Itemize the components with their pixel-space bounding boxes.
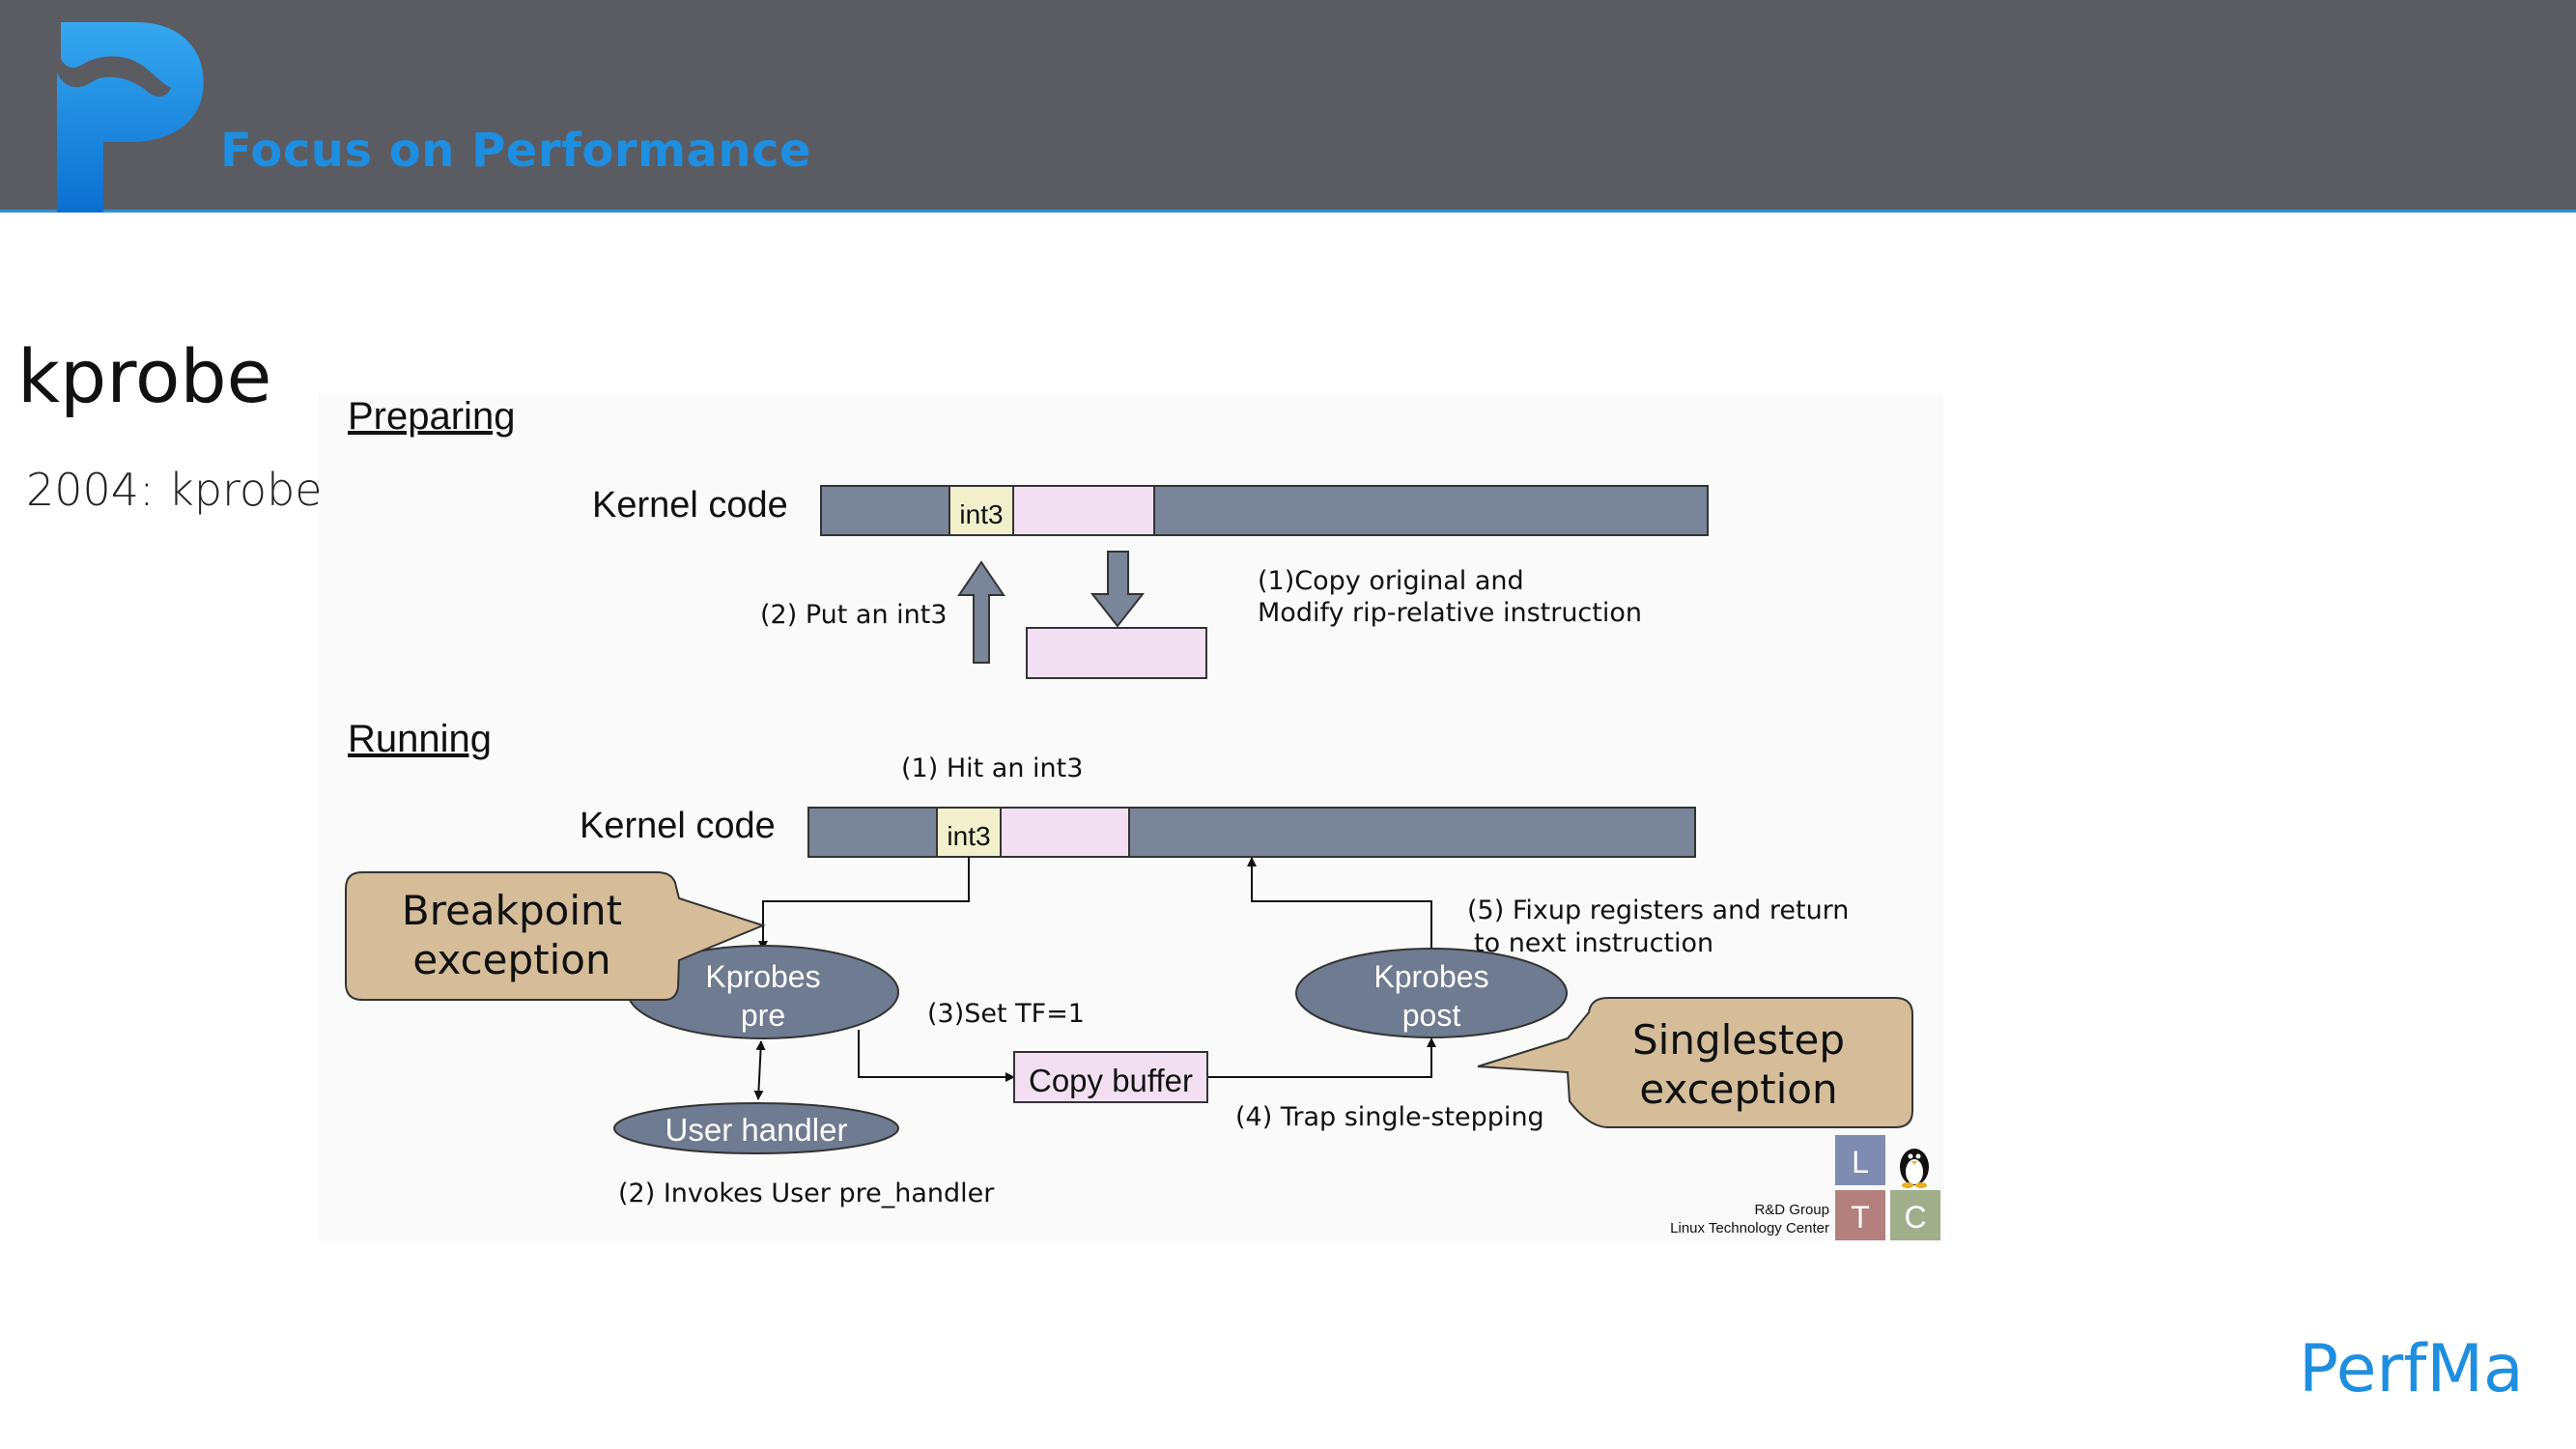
breakpoint-line2: exception <box>412 936 610 983</box>
step-invokes-handler: (2) Invokes User pre_handler <box>618 1179 995 1208</box>
run-kernel-label: Kernel code <box>580 806 776 846</box>
prep-copy-box <box>1026 627 1207 679</box>
kprobes-pre-line1: Kprobes <box>705 959 820 994</box>
prep-kernel-label: Kernel code <box>592 485 788 526</box>
step-copy-line2: Modify rip-relative instruction <box>1258 598 1642 628</box>
copy-to-post-connector <box>1207 1037 1436 1078</box>
kprobes-post-line2: post <box>1402 998 1461 1033</box>
perfma-brand: PerfMa <box>2299 1331 2524 1407</box>
singlestep-line1: Singlestep <box>1632 1016 1845 1064</box>
copy-buffer-label: Copy buffer <box>1029 1063 1193 1098</box>
run-original-instr <box>1000 807 1130 858</box>
perfma-logo-icon <box>57 22 204 213</box>
pre-to-copy-connector <box>858 1030 1015 1082</box>
step-trap-single-stepping: (4) Trap single-stepping <box>1235 1102 1544 1132</box>
ltc-block-c <box>1890 1190 1940 1240</box>
kprobes-pre-line2: pre <box>741 998 785 1033</box>
ltc-center-label: Linux Technology Center <box>1670 1220 1829 1236</box>
post-to-kernel-connector <box>1247 857 1432 949</box>
prep-int3-cell <box>948 485 1014 536</box>
put-int3-arrow <box>957 560 1005 664</box>
singlestep-line2: exception <box>1639 1065 1837 1113</box>
pre-user-handler-connector <box>753 1040 766 1100</box>
prep-int3-label: int3 <box>959 499 1003 529</box>
preparing-heading: Preparing <box>348 395 515 438</box>
ltc-group-label: R&D Group <box>1754 1202 1829 1218</box>
header-bar: Focus on Performance <box>0 0 2576 213</box>
step-put-int3: (2) Put an int3 <box>760 600 948 630</box>
tux-penguin-icon <box>1900 1149 1929 1188</box>
ltc-letter-l: L <box>1852 1145 1869 1179</box>
kprobes-post-node <box>1295 948 1568 1038</box>
user-handler-label: User handler <box>665 1112 848 1148</box>
ltc-letter-c: C <box>1904 1200 1926 1235</box>
running-heading: Running <box>348 718 492 760</box>
slide-title: kprobe <box>17 333 272 419</box>
step-set-tf: (3)Set TF=1 <box>927 999 1085 1029</box>
step-fixup-line2: to next instruction <box>1474 928 1713 958</box>
step-copy-line1: (1)Copy original and <box>1258 566 1524 596</box>
breakpoint-exception-callout <box>345 871 766 1001</box>
run-int3-label: int3 <box>947 821 990 851</box>
copy-down-arrow <box>1090 551 1146 628</box>
kprobes-post-line1: Kprobes <box>1373 959 1488 994</box>
header-tagline: Focus on Performance <box>220 124 812 178</box>
ltc-letter-t: T <box>1851 1200 1870 1235</box>
singlestep-exception-callout <box>1477 997 1913 1128</box>
int3-to-pre-connector <box>758 857 970 951</box>
step-hit-int3: (1) Hit an int3 <box>901 753 1083 783</box>
breakpoint-line1: Breakpoint <box>402 887 622 934</box>
copy-buffer-box <box>1013 1051 1208 1103</box>
ltc-block-l <box>1835 1135 1885 1185</box>
step-fixup-line1: (5) Fixup registers and return <box>1467 895 1849 925</box>
ltc-block-t <box>1835 1190 1885 1240</box>
prep-original-instr <box>1012 485 1155 536</box>
user-handler-node <box>613 1102 899 1154</box>
